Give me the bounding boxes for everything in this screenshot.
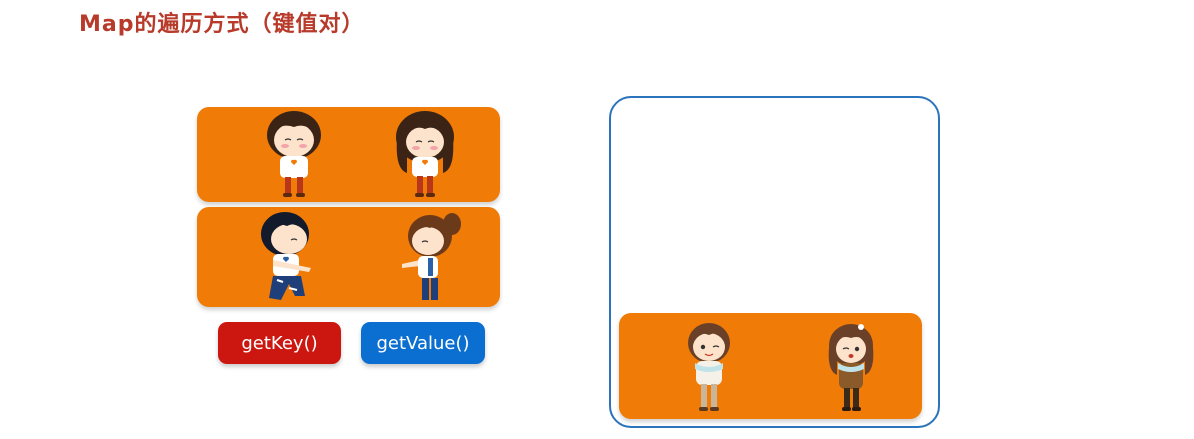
- girl-character-icon: [400, 210, 464, 304]
- map-entry-card: [197, 107, 500, 202]
- boy-character-icon: [263, 109, 325, 199]
- get-key-button[interactable]: getKey(): [218, 322, 341, 364]
- girl-character-icon: [825, 321, 877, 415]
- page-title: Map的遍历方式（键值对）: [79, 12, 365, 37]
- girl-character-icon: [393, 109, 457, 199]
- get-value-button[interactable]: getValue(): [361, 322, 485, 364]
- boy-character-icon: [259, 210, 319, 304]
- entry-set-container: [609, 96, 940, 428]
- boy-character-icon: [683, 321, 735, 415]
- map-entry-card: [197, 207, 500, 307]
- entry-set-card: [619, 313, 922, 419]
